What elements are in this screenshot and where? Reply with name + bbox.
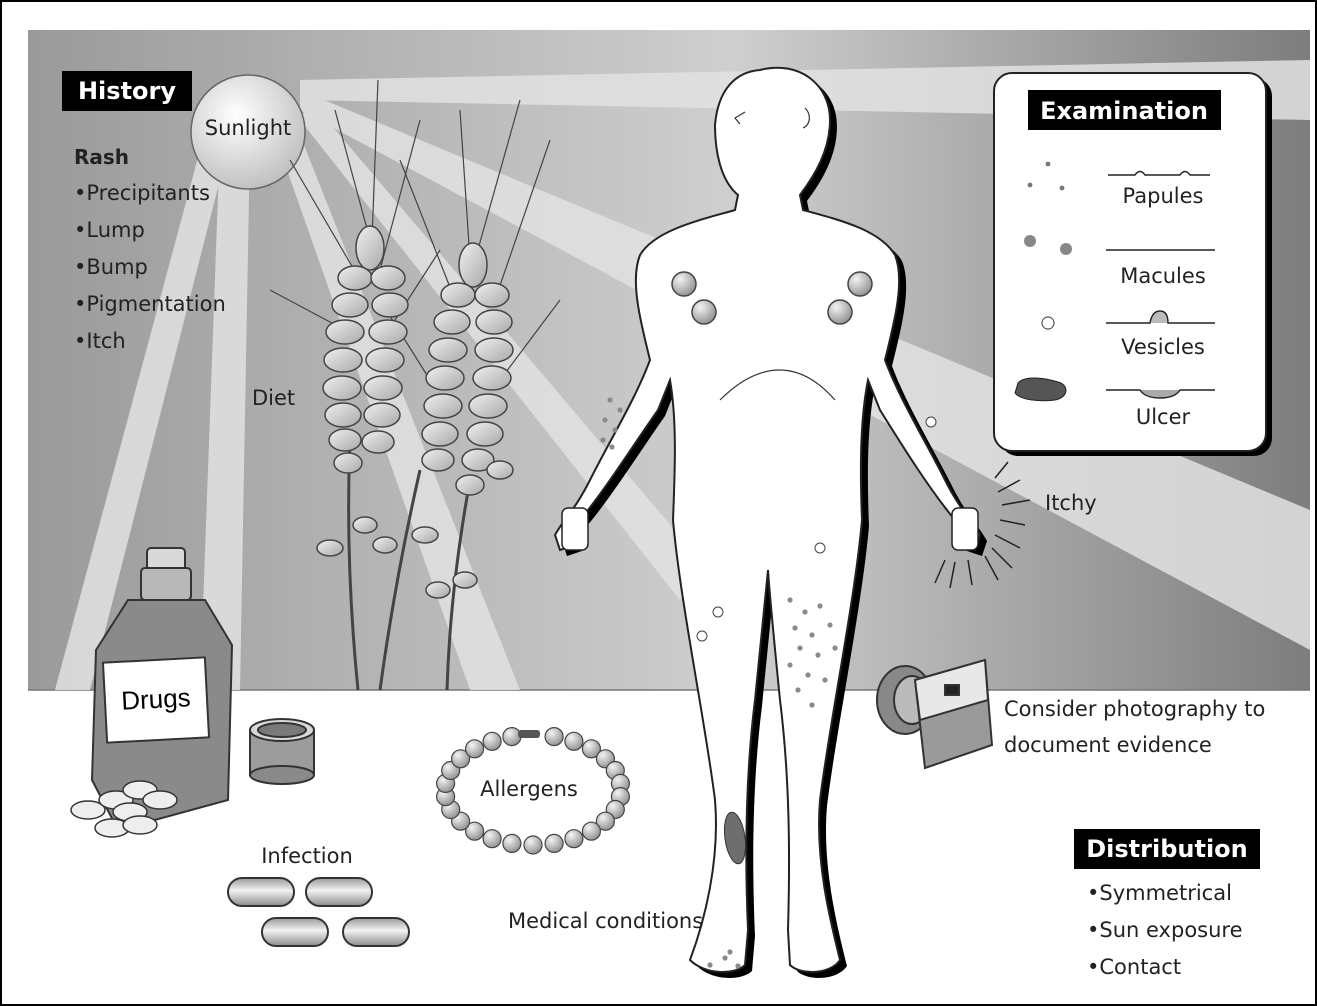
necklace-bead — [545, 728, 563, 746]
exam-item-macules: Macules — [1120, 264, 1206, 288]
examination-heading: Examination — [1040, 97, 1208, 125]
necklace-bead — [483, 732, 501, 750]
history-item: •Bump — [74, 255, 148, 279]
itchy-label: Itchy — [1045, 491, 1097, 515]
history-item: •Pigmentation — [74, 292, 226, 316]
allergens-label: Allergens — [480, 777, 578, 801]
sunlight-label: Sunlight — [205, 116, 292, 140]
necklace-bead — [466, 740, 484, 758]
history-item: •Itch — [74, 329, 126, 353]
exam-item-ulcer: Ulcer — [1136, 405, 1191, 429]
history-subheading: Rash — [74, 145, 129, 169]
photography-label-line2: document evidence — [1004, 733, 1212, 757]
necklace-bead — [483, 830, 501, 848]
bottle-cap-icon — [250, 719, 314, 784]
necklace-bead — [503, 834, 521, 852]
necklace-bead — [503, 728, 521, 746]
exam-item-vesicles: Vesicles — [1121, 335, 1205, 359]
history-item: •Lump — [74, 218, 145, 242]
history-item: •Precipitants — [74, 181, 210, 205]
necklace-bead — [545, 834, 563, 852]
necklace-bead — [565, 830, 583, 848]
exam-item-papules: Papules — [1123, 184, 1204, 208]
necklace-bead — [582, 822, 600, 840]
distribution-item: •Contact — [1087, 955, 1181, 979]
necklace-clasp — [518, 730, 540, 738]
diet-label: Diet — [252, 386, 295, 410]
distribution-item: •Sun exposure — [1087, 918, 1243, 942]
distribution-item: •Symmetrical — [1087, 881, 1232, 905]
medical-conditions-label: Medical conditions — [508, 909, 703, 933]
drugs-label: Drugs — [121, 682, 192, 716]
distribution-heading: Distribution — [1086, 835, 1248, 863]
infection-label: Infection — [261, 844, 353, 868]
necklace-bead — [565, 732, 583, 750]
history-heading: History — [78, 77, 176, 105]
necklace-bead — [524, 836, 542, 854]
photography-label-line1: Consider photography to — [1004, 697, 1265, 721]
examination-panel: Examination Papules Macules Vesicles Ulc… — [994, 73, 1272, 456]
